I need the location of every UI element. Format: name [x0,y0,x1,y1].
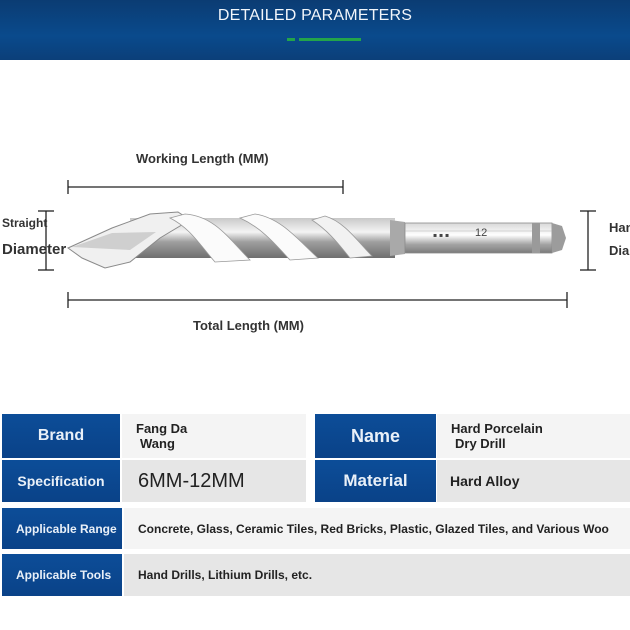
straight-diameter-label-line1: Straight [2,216,48,230]
page-title: DETAILED PARAMETERS [217,7,413,24]
svg-text:▪ ▪ ▪: ▪ ▪ ▪ [433,232,449,239]
tools-value: Hand Drills, Lithium Drills, etc. [124,554,630,596]
handle-diameter-label-line2: Diam [609,243,630,258]
name-label: Name [315,414,436,458]
brand-value: Fang Da Wang [122,414,306,458]
handle-diameter-label-line1: Hand [609,220,630,235]
header-banner: DETAILED PARAMETERS [0,0,630,60]
name-value-line1: Hard Porcelain [451,421,543,436]
name-value: Hard Porcelain Dry Drill [437,414,630,458]
straight-diameter-label-line2: Diameter [2,241,67,258]
accent-bar-long [299,38,361,41]
specification-value: 6MM-12MM [122,460,306,502]
material-value: Hard Alloy [437,460,630,502]
total-length-label: Total Length (MM) [193,318,304,333]
total-length-dimension [67,292,568,308]
range-label: Applicable Range [2,508,122,549]
drill-diagram: ▪ ▪ ▪ 12 [38,180,596,308]
drill-bit-image: ▪ ▪ ▪ 12 [67,211,566,269]
accent-bar-short [287,38,295,41]
brand-value-line2: Wang [140,436,175,451]
material-label: Material [315,460,436,502]
specification-label: Specification [2,460,120,502]
brand-label: Brand [2,414,120,458]
working-length-dimension [67,180,344,194]
working-length-label: Working Length (MM) [136,151,269,166]
tools-label: Applicable Tools [2,554,122,596]
brand-value-line1: Fang Da [136,421,188,436]
shank-marking: 12 [475,227,487,239]
handle-diameter-dimension [580,210,596,271]
straight-diameter-dimension [38,210,54,271]
range-value: Concrete, Glass, Ceramic Tiles, Red Bric… [124,508,630,549]
name-value-line2: Dry Drill [455,436,506,451]
